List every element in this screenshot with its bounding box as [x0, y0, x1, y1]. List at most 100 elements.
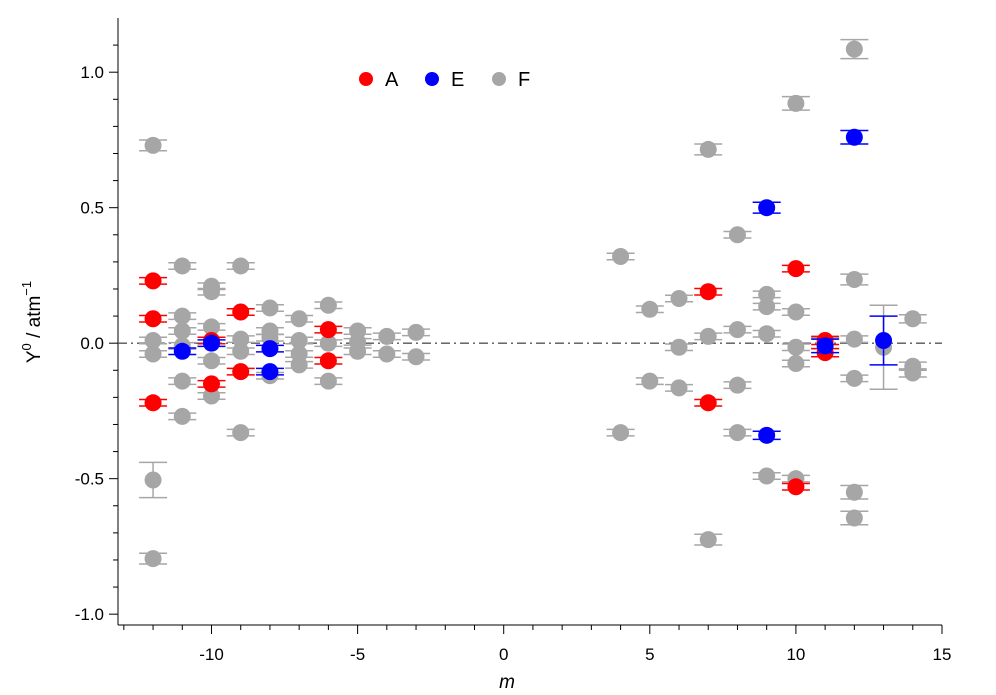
data-point: [728, 424, 746, 442]
plot-frame: [117, 18, 942, 626]
data-point: [728, 376, 746, 394]
x-tick-label: -10: [199, 645, 224, 664]
data-point: [144, 310, 162, 328]
data-point: [845, 270, 863, 288]
data-point: [173, 322, 191, 340]
data-point: [758, 325, 776, 343]
data-point: [816, 337, 834, 355]
y-axis-ticks: -1.0-0.50.00.51.0: [75, 44, 118, 624]
data-point: [758, 426, 776, 444]
x-tick-label: 15: [933, 645, 952, 664]
legend-label-F: F: [518, 69, 530, 91]
data-point: [144, 394, 162, 412]
data-point: [845, 369, 863, 387]
data-point: [319, 334, 337, 352]
data-point: [261, 299, 279, 317]
data-point: [845, 483, 863, 501]
data-point: [699, 140, 717, 158]
data-point: [641, 372, 659, 390]
data-point: [670, 289, 688, 307]
data-point: [319, 352, 337, 370]
data-point: [319, 321, 337, 339]
data-point: [319, 372, 337, 390]
data-point: [232, 363, 250, 381]
data-point: [144, 471, 162, 489]
data-point: [641, 300, 659, 318]
data-point: [407, 348, 425, 366]
x-axis-ticks: -10 -5 0 5 10 15: [123, 625, 952, 664]
data-point: [232, 330, 250, 348]
series-E: [168, 128, 898, 444]
y-label-unit: / atm: [24, 296, 45, 344]
series-F: [139, 38, 927, 568]
data-point: [787, 260, 805, 278]
data-point: [203, 387, 221, 405]
data-point: [787, 338, 805, 356]
data-point: [904, 364, 922, 382]
data-point: [758, 199, 776, 217]
data-point: [845, 509, 863, 527]
y-axis-label: Y0 / atm−1: [19, 281, 45, 363]
data-point: [407, 323, 425, 341]
y-label-superscript: 0: [19, 343, 34, 350]
data-point: [699, 531, 717, 549]
y-tick-label: 0.0: [80, 334, 104, 353]
data-point: [173, 372, 191, 390]
data-point: [904, 310, 922, 328]
y-tick-label: 1.0: [80, 63, 104, 82]
legend-label-A: A: [385, 69, 399, 91]
data-point: [378, 327, 396, 345]
data-point: [232, 424, 250, 442]
data-point: [144, 136, 162, 154]
x-tick-label: 0: [499, 645, 508, 664]
data-point: [173, 407, 191, 425]
y-tick-label: 0.5: [80, 199, 104, 218]
data-point: [203, 375, 221, 393]
data-point: [290, 310, 308, 328]
data-point: [728, 226, 746, 244]
data-point: [612, 424, 630, 442]
data-point: [144, 331, 162, 349]
x-axis-label: m: [499, 672, 515, 693]
y-label-unit-superscript: −1: [19, 281, 34, 296]
data-point: [173, 307, 191, 325]
legend-marker-A: [359, 72, 373, 86]
data-point: [203, 318, 221, 336]
legend-marker-F: [492, 72, 506, 86]
data-point: [144, 550, 162, 568]
data-point: [758, 467, 776, 485]
legend-marker-E: [425, 72, 439, 86]
y-tick-label: -0.5: [75, 470, 104, 489]
data-point: [787, 478, 805, 496]
data-point: [699, 283, 717, 301]
data-point: [787, 94, 805, 112]
data-point: [699, 327, 717, 345]
data-point: [173, 257, 191, 275]
data-point: [144, 345, 162, 363]
data-point: [232, 342, 250, 360]
data-point: [378, 345, 396, 363]
data-point: [787, 355, 805, 373]
data-point: [845, 40, 863, 58]
data-point: [349, 342, 367, 360]
data-point: [319, 296, 337, 314]
data-point: [144, 272, 162, 290]
data-point: [699, 394, 717, 412]
y-label-symbol: Y: [24, 350, 45, 363]
data-point: [787, 303, 805, 321]
data-points: [139, 38, 927, 568]
data-point: [203, 283, 221, 301]
data-point: [290, 331, 308, 349]
x-tick-label: 10: [786, 645, 805, 664]
x-tick-label: 5: [645, 645, 654, 664]
data-point: [728, 321, 746, 339]
x-tick-label: -5: [350, 645, 365, 664]
data-point: [670, 338, 688, 356]
data-point: [670, 379, 688, 397]
legend-label-E: E: [451, 69, 464, 91]
data-point: [261, 340, 279, 358]
data-point: [173, 342, 191, 360]
data-point: [203, 352, 221, 370]
data-point: [261, 363, 279, 381]
